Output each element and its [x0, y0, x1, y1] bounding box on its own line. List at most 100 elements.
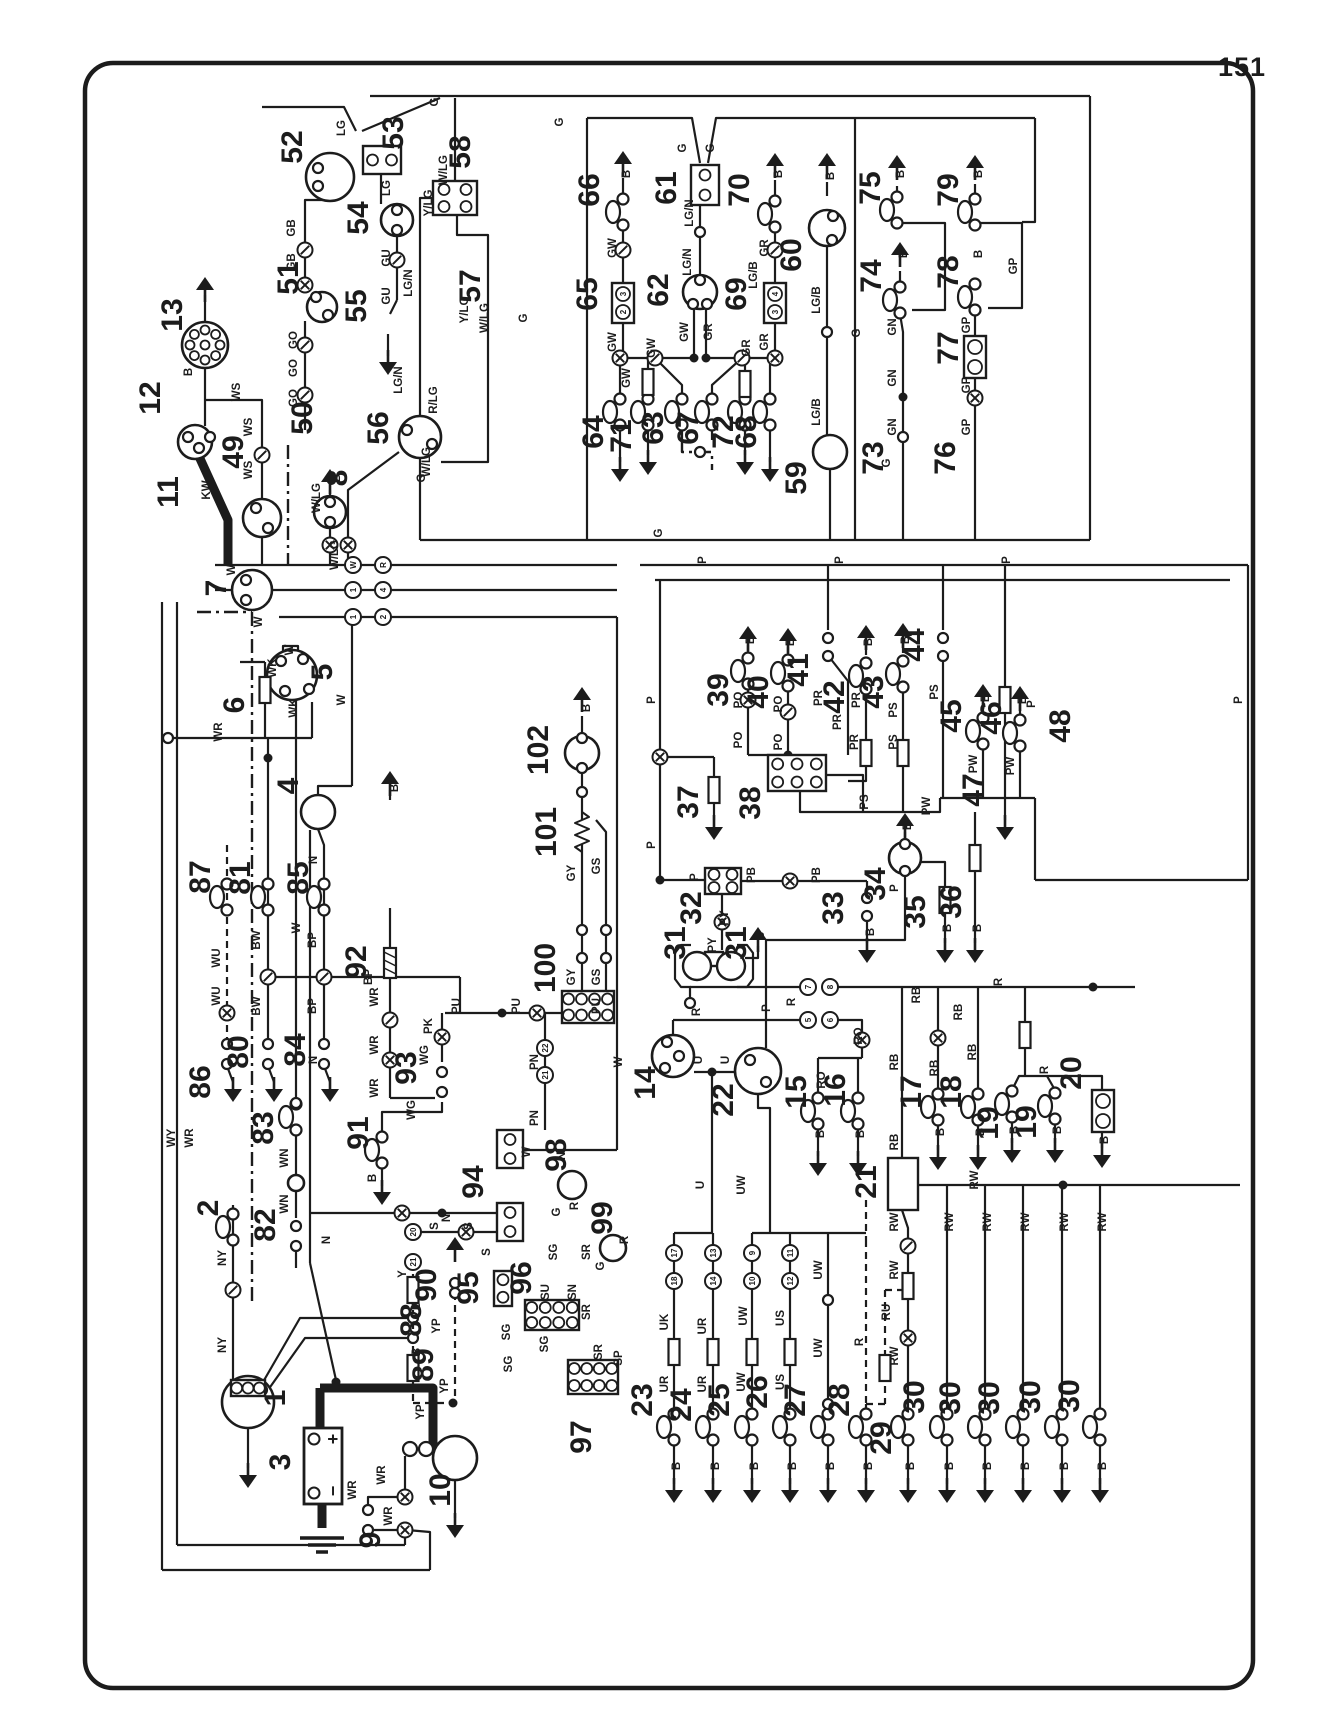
- svg-text:B: B: [367, 1174, 379, 1182]
- svg-text:SR: SR: [593, 1343, 605, 1360]
- svg-text:PR: PR: [851, 691, 863, 708]
- svg-text:WG: WG: [406, 1100, 418, 1120]
- svg-text:17: 17: [670, 1248, 679, 1257]
- svg-text:SG: SG: [548, 1244, 560, 1261]
- svg-text:83: 83: [247, 1111, 280, 1144]
- svg-text:SR: SR: [581, 1303, 593, 1320]
- svg-text:WR: WR: [347, 1480, 359, 1500]
- svg-text:47: 47: [957, 773, 990, 806]
- svg-text:LG: LG: [381, 180, 393, 196]
- svg-text:13: 13: [156, 298, 189, 331]
- svg-text:SG: SG: [539, 1336, 551, 1353]
- svg-text:GU: GU: [381, 287, 393, 304]
- svg-text:GR: GR: [741, 339, 753, 357]
- svg-text:NY: NY: [217, 1250, 229, 1266]
- svg-text:LG/N: LG/N: [403, 269, 415, 296]
- svg-text:65: 65: [571, 277, 604, 310]
- svg-text:99: 99: [586, 1201, 619, 1234]
- svg-text:B: B: [785, 638, 797, 646]
- svg-text:22: 22: [707, 1083, 740, 1116]
- svg-text:8: 8: [321, 470, 354, 487]
- svg-text:91: 91: [342, 1116, 375, 1149]
- svg-text:U: U: [695, 1181, 707, 1189]
- svg-text:G: G: [677, 143, 689, 152]
- svg-text:96: 96: [505, 1261, 538, 1294]
- svg-text:92: 92: [340, 945, 373, 978]
- svg-text:52: 52: [276, 130, 309, 163]
- svg-text:GU: GU: [381, 249, 393, 266]
- svg-text:7: 7: [804, 984, 813, 989]
- svg-text:64: 64: [577, 415, 610, 449]
- svg-text:PO: PO: [773, 734, 785, 751]
- svg-text:87: 87: [184, 860, 217, 893]
- svg-text:WR: WR: [184, 1128, 196, 1148]
- svg-text:W: W: [349, 561, 358, 569]
- svg-text:67: 67: [672, 411, 705, 444]
- svg-text:2: 2: [192, 1200, 225, 1217]
- svg-text:21: 21: [409, 1257, 418, 1266]
- svg-text:21: 21: [850, 1165, 883, 1198]
- svg-text:P: P: [646, 696, 658, 704]
- svg-text:2: 2: [379, 614, 388, 619]
- svg-text:90: 90: [410, 1268, 443, 1301]
- svg-text:57: 57: [454, 269, 487, 302]
- svg-text:17: 17: [895, 1075, 928, 1108]
- svg-text:G: G: [851, 328, 863, 337]
- svg-text:W/LG: W/LG: [421, 447, 433, 477]
- svg-text:GO: GO: [288, 331, 300, 349]
- svg-text:54: 54: [342, 201, 375, 235]
- svg-text:G: G: [551, 1207, 563, 1216]
- svg-text:72: 72: [707, 415, 740, 448]
- svg-text:PR: PR: [813, 689, 825, 706]
- svg-text:SP: SP: [613, 1350, 625, 1366]
- svg-text:50: 50: [286, 401, 319, 434]
- svg-text:58: 58: [444, 135, 477, 168]
- svg-text:RW: RW: [1059, 1212, 1071, 1231]
- svg-text:R: R: [379, 562, 388, 568]
- svg-text:WU: WU: [211, 948, 223, 967]
- svg-text:Y: Y: [397, 1270, 409, 1278]
- svg-text:30: 30: [1053, 1379, 1086, 1412]
- svg-text:WK: WK: [267, 658, 279, 678]
- svg-text:62: 62: [642, 273, 675, 306]
- svg-text:46: 46: [975, 701, 1008, 734]
- svg-text:13: 13: [709, 1248, 718, 1257]
- svg-text:6: 6: [826, 1017, 835, 1022]
- svg-text:19: 19: [972, 1106, 1005, 1139]
- svg-text:88: 88: [395, 1303, 428, 1336]
- svg-text:P: P: [1001, 556, 1013, 564]
- svg-text:GR: GR: [759, 239, 771, 257]
- svg-text:B: B: [773, 170, 785, 178]
- svg-text:S: S: [481, 1248, 493, 1256]
- svg-text:80: 80: [222, 1035, 255, 1068]
- svg-text:79: 79: [932, 173, 965, 206]
- svg-text:100: 100: [529, 943, 562, 993]
- svg-text:G: G: [518, 313, 530, 322]
- svg-text:B: B: [1052, 1126, 1064, 1134]
- svg-text:43: 43: [857, 675, 890, 708]
- svg-text:RB: RB: [953, 1004, 965, 1021]
- svg-text:RB: RB: [929, 1060, 941, 1077]
- svg-text:U: U: [693, 1056, 705, 1064]
- svg-text:1: 1: [349, 587, 358, 592]
- svg-text:101: 101: [530, 807, 563, 857]
- svg-text:GS: GS: [591, 968, 603, 985]
- svg-text:86: 86: [184, 1065, 217, 1098]
- svg-text:W/LG: W/LG: [311, 483, 323, 513]
- svg-text:3: 3: [771, 309, 780, 314]
- svg-text:WS: WS: [231, 382, 243, 401]
- svg-text:B: B: [975, 1128, 987, 1136]
- svg-text:YP: YP: [431, 1318, 443, 1334]
- svg-text:RO: RO: [816, 1071, 828, 1088]
- svg-text:94: 94: [457, 1165, 490, 1199]
- svg-text:B: B: [1099, 1136, 1111, 1144]
- svg-text:BW: BW: [251, 930, 263, 949]
- svg-text:PW: PW: [921, 797, 933, 816]
- svg-text:GB: GB: [286, 253, 298, 270]
- svg-text:B: B: [1009, 1126, 1021, 1134]
- svg-text:PR: PR: [849, 733, 861, 750]
- svg-text:27: 27: [779, 1383, 812, 1416]
- svg-text:11: 11: [152, 476, 185, 508]
- svg-text:69: 69: [720, 277, 753, 310]
